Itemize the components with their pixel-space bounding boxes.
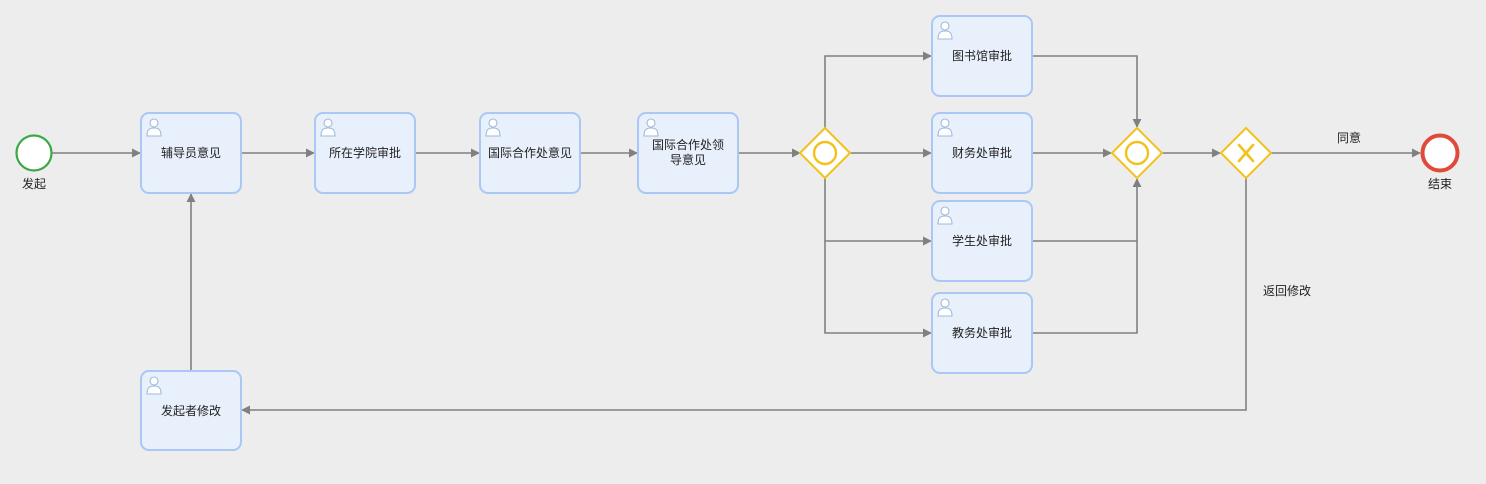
task-label: 辅导员意见 (161, 145, 221, 160)
inclusive-gateway-fork[interactable] (798, 126, 852, 180)
task-label: 国际合作处意见 (488, 145, 572, 160)
start-event[interactable] (15, 134, 53, 172)
exclusive-gateway-decision[interactable] (1219, 126, 1273, 180)
task-label: 教务处审批 (952, 325, 1012, 340)
task-label-line-2: 导意见 (670, 152, 706, 167)
flow-fork-to-library[interactable] (824, 51, 932, 128)
sequence-flows (52, 51, 1421, 415)
task-finance[interactable]: 财务处审批 (931, 112, 1033, 194)
inclusive-gateway-circle-icon (1124, 140, 1150, 166)
task-student-affairs[interactable]: 学生处审批 (931, 200, 1033, 282)
flow-student-affairs-to-join[interactable] (1032, 178, 1142, 242)
inclusive-gateway-circle-icon (812, 140, 838, 166)
task-college[interactable]: 所在学院审批 (314, 112, 416, 194)
flow-fork-to-academic-affairs[interactable] (824, 241, 932, 338)
task-intl-leader[interactable]: 国际合作处领 导意见 (637, 112, 739, 194)
task-intl-office[interactable]: 国际合作处意见 (479, 112, 581, 194)
flow-decision-return[interactable] (241, 178, 1247, 415)
flow-library-to-join[interactable] (1032, 55, 1142, 128)
task-label: 财务处审批 (952, 145, 1012, 160)
flow-label-return: 返回修改 (1263, 283, 1311, 298)
end-event[interactable] (1420, 133, 1460, 173)
task-counselor[interactable]: 辅导员意见 (140, 112, 242, 194)
flow-label-agree: 同意 (1337, 130, 1361, 145)
task-label: 所在学院审批 (329, 145, 401, 160)
task-label: 图书馆审批 (952, 48, 1012, 63)
end-event-label: 结束 (1428, 177, 1452, 191)
task-library[interactable]: 图书馆审批 (931, 15, 1033, 97)
task-initiator-modify[interactable]: 发起者修改 (140, 370, 242, 451)
task-label: 发起者修改 (161, 403, 221, 418)
task-academic-affairs[interactable]: 教务处审批 (931, 292, 1033, 374)
task-label-line-1: 国际合作处领 (652, 137, 724, 152)
flow-academic-affairs-to-join[interactable] (1032, 241, 1138, 334)
task-label: 学生处审批 (952, 233, 1012, 248)
flow-fork-to-student-affairs[interactable] (824, 178, 932, 246)
inclusive-gateway-join[interactable] (1110, 126, 1164, 180)
exclusive-gateway-x-icon (1237, 143, 1255, 163)
start-event-label: 发起 (22, 176, 46, 191)
